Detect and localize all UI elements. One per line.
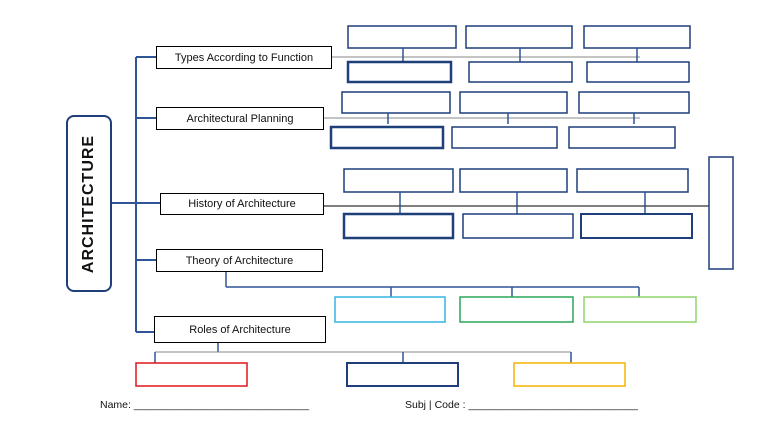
theory-box-cyan[interactable] <box>334 296 446 323</box>
history-box-top-2[interactable] <box>459 168 568 193</box>
topic-types-according-to-function[interactable]: Types According to Function <box>156 46 332 69</box>
function-box-bottom-1[interactable] <box>346 60 453 84</box>
planning-box-top-3[interactable] <box>578 91 690 114</box>
history-box-bottom-2[interactable] <box>462 213 574 239</box>
name-label: Name: <box>100 399 131 411</box>
topic-label: Theory of Architecture <box>185 254 294 267</box>
planning-box-top-2[interactable] <box>459 91 568 114</box>
topic-history-of-architecture[interactable]: History of Architecture <box>160 193 324 215</box>
topic-label: Types According to Function <box>174 51 314 64</box>
name-blank: ______________________________ <box>133 399 310 411</box>
topic-label: Architectural Planning <box>186 112 294 125</box>
history-box-bottom-1[interactable] <box>342 212 455 240</box>
topic-theory-of-architecture[interactable]: Theory of Architecture <box>156 249 323 272</box>
function-box-bottom-3[interactable] <box>586 61 690 83</box>
subj-code-field[interactable]: Subj | Code : __________________________… <box>405 399 638 411</box>
planning-box-bottom-1[interactable] <box>329 125 445 150</box>
planning-box-bottom-3[interactable] <box>568 126 676 149</box>
subj-code-blank: _____________________________ <box>468 399 638 411</box>
history-box-top-3[interactable] <box>576 168 689 193</box>
history-box-tall[interactable] <box>708 156 734 270</box>
function-box-top-2[interactable] <box>465 25 573 49</box>
topic-roles-of-architecture[interactable]: Roles of Architecture <box>154 316 326 343</box>
history-box-bottom-3[interactable] <box>580 213 693 239</box>
subj-code-label: Subj | Code : <box>405 399 466 411</box>
roles-box-yellow[interactable] <box>513 362 626 387</box>
planning-box-bottom-2[interactable] <box>451 126 558 149</box>
function-box-top-3[interactable] <box>583 25 691 49</box>
planning-box-top-1[interactable] <box>341 91 451 114</box>
function-box-bottom-2[interactable] <box>468 61 573 83</box>
history-box-top-1[interactable] <box>343 168 454 193</box>
theory-box-lightgreen[interactable] <box>583 296 697 323</box>
roles-box-red[interactable] <box>135 362 248 387</box>
roles-box-navy[interactable] <box>346 362 459 387</box>
topic-label: Roles of Architecture <box>189 323 291 336</box>
name-field[interactable]: Name: ______________________________ <box>100 399 309 411</box>
topic-architectural-planning[interactable]: Architectural Planning <box>156 107 324 130</box>
main-title-box: ARCHITECTURE <box>66 115 112 292</box>
topic-label: History of Architecture <box>188 198 296 210</box>
function-box-top-1[interactable] <box>347 25 457 49</box>
theory-box-green[interactable] <box>459 296 574 323</box>
main-title: ARCHITECTURE <box>80 134 97 273</box>
